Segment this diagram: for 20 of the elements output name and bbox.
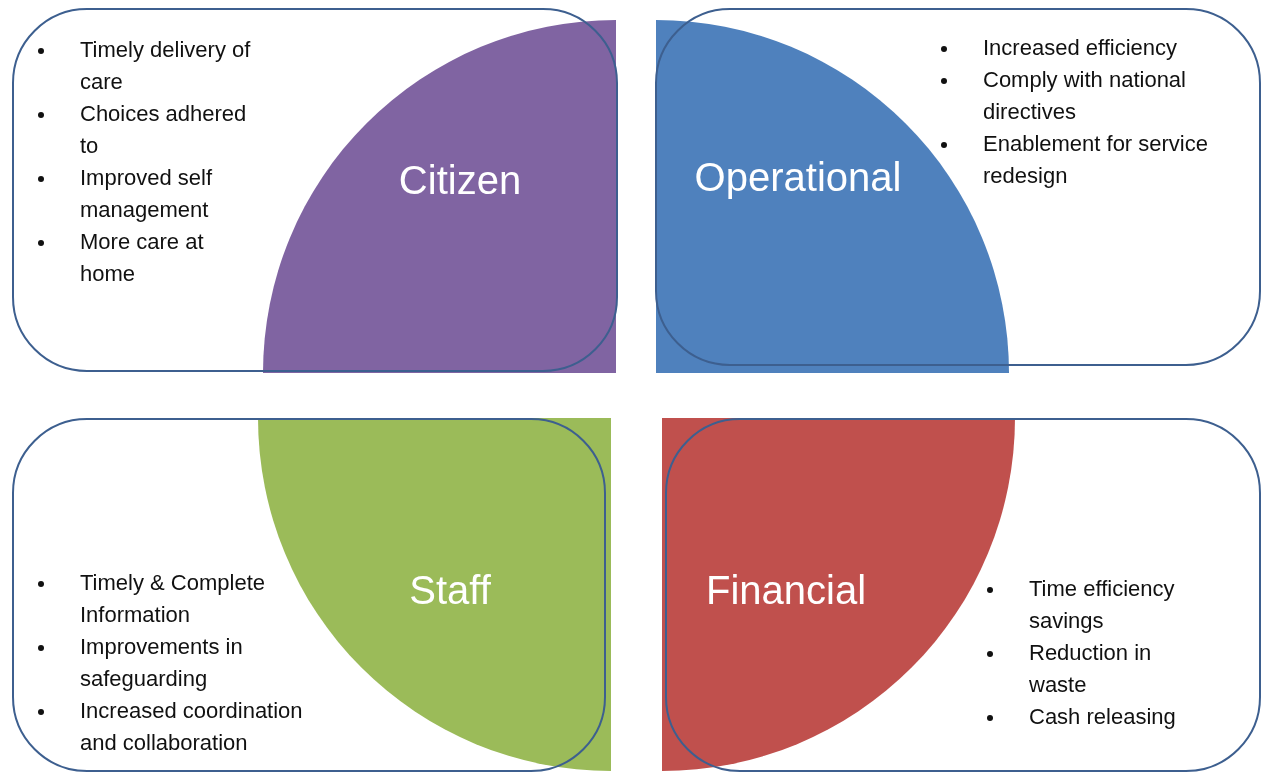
bullet-text: Improved self management xyxy=(80,165,213,222)
bullet-text: Timely & Complete Information xyxy=(80,570,265,627)
bullet-text: Increased efficiency xyxy=(983,35,1178,60)
bullet-text: Enablement for service redesign xyxy=(983,131,1208,188)
quadrant-title: Staff xyxy=(409,567,491,613)
rounded-panel xyxy=(665,418,1261,772)
bullet-text: Improvements in safeguarding xyxy=(80,634,243,691)
bullet-text: Timely delivery of care xyxy=(80,37,251,94)
quadrant-title: Citizen xyxy=(398,157,522,203)
bullet-text: Cash releasing xyxy=(1029,704,1176,729)
quadrant-title: Financial xyxy=(705,567,867,613)
bullet-text: Increased coordination and collaboration xyxy=(80,698,303,755)
bullet-text: Comply with national directives xyxy=(983,67,1186,124)
bullet-text: Time efficiency savings xyxy=(1029,576,1175,633)
rounded-panel xyxy=(655,8,1261,366)
bullet-text: Choices adhered to xyxy=(80,101,247,158)
quadrant-title: Operational xyxy=(694,154,902,200)
bullet-text: More care at home xyxy=(80,229,204,286)
bullet-text: Reduction in waste xyxy=(1029,640,1152,697)
rounded-panel xyxy=(12,418,606,772)
